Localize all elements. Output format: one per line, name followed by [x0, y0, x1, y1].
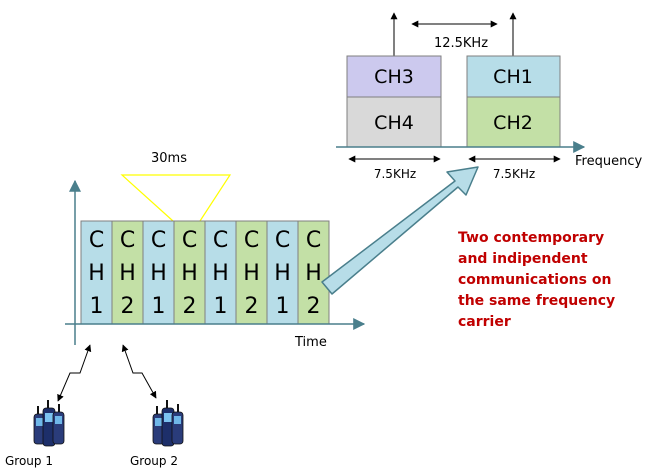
- explanation-note: Two contemporary and indipendent communi…: [458, 230, 615, 330]
- tdma-slot-7-num-text: 1: [276, 294, 290, 319]
- tdma-slot-6-mid-text: H: [243, 261, 260, 286]
- time-axis-label: Time: [294, 335, 327, 350]
- group2-label: Group 2: [130, 454, 178, 468]
- ch3-block: [346, 55, 442, 98]
- frequency-panel: 12.5KHz CH3 CH4 CH1 CH2 Frequency 7.5KHz…: [336, 12, 642, 181]
- tdma-slot-4-mid-text: H: [181, 261, 198, 286]
- tdma-slot-3-mid-text: H: [150, 261, 167, 286]
- note-line-3: communications on: [458, 272, 611, 288]
- right-bw-label: 7.5KHz: [493, 167, 535, 181]
- tdma-slot-1-num-text: 1: [90, 294, 104, 319]
- note-line-5: carrier: [458, 314, 511, 330]
- ch1-label: CH1: [493, 66, 533, 88]
- slot-duration-label: 30ms: [151, 151, 187, 166]
- tdma-slot-7-top-text: C: [275, 228, 290, 253]
- ch1-block: [466, 55, 561, 98]
- ch2-label: CH2: [493, 112, 533, 134]
- slot-duration-bracket: [120, 174, 232, 222]
- group2-signal-arrow: [121, 344, 157, 399]
- tdma-slot-8: [297, 220, 330, 325]
- tdma-slot-7-mid-text: H: [274, 261, 291, 286]
- tdma-slot-1-mid-text: H: [88, 261, 105, 286]
- group1-signal-arrow: [57, 344, 92, 402]
- tdma-slot-2-num-text: 2: [121, 294, 135, 319]
- note-line-2: and indipendent: [458, 251, 588, 267]
- frequency-axis-label: Frequency: [575, 154, 642, 169]
- tdma-slot-7: [266, 220, 299, 325]
- mapping-arrow: [321, 166, 479, 295]
- tdma-slot-8-num-text: 2: [307, 294, 321, 319]
- tdma-slot-4-top-text: C: [182, 228, 197, 253]
- tdma-slot-3-num-text: 1: [152, 294, 166, 319]
- ch4-label: CH4: [374, 112, 414, 134]
- note-line-1: Two contemporary: [458, 230, 604, 246]
- tdma-slot-4-num-text: 2: [183, 294, 197, 319]
- note-line-4: the same frequency: [458, 293, 615, 309]
- tdma-slot-1-top-text: C: [89, 228, 104, 253]
- group1-label: Group 1: [5, 454, 53, 468]
- tdma-slot-3-top-text: C: [151, 228, 166, 253]
- tdma-slot-6-top-text: C: [244, 228, 259, 253]
- group1-radio-icon: [33, 400, 65, 447]
- group2-radio-icon: [152, 400, 184, 447]
- tdma-slot-6-num-text: 2: [245, 294, 259, 319]
- tdma-slot-5-mid-text: H: [212, 261, 229, 286]
- tdma-slot-2-mid-text: H: [119, 261, 136, 286]
- tdma-slot-2-top-text: C: [120, 228, 135, 253]
- tdma-slot-8-top-text: C: [306, 228, 321, 253]
- tdma-slot-5-top-text: C: [213, 228, 228, 253]
- ch4-block: [346, 96, 442, 148]
- tdma-slot-8-mid-text: H: [305, 261, 322, 286]
- tdma-slot-1: [80, 220, 113, 325]
- spacing-label: 12.5KHz: [434, 36, 488, 51]
- tdma-slot-2: [111, 220, 144, 325]
- ch3-label: CH3: [374, 66, 414, 88]
- tdma-slot-5-num-text: 1: [214, 294, 228, 319]
- left-bw-label: 7.5KHz: [374, 167, 416, 181]
